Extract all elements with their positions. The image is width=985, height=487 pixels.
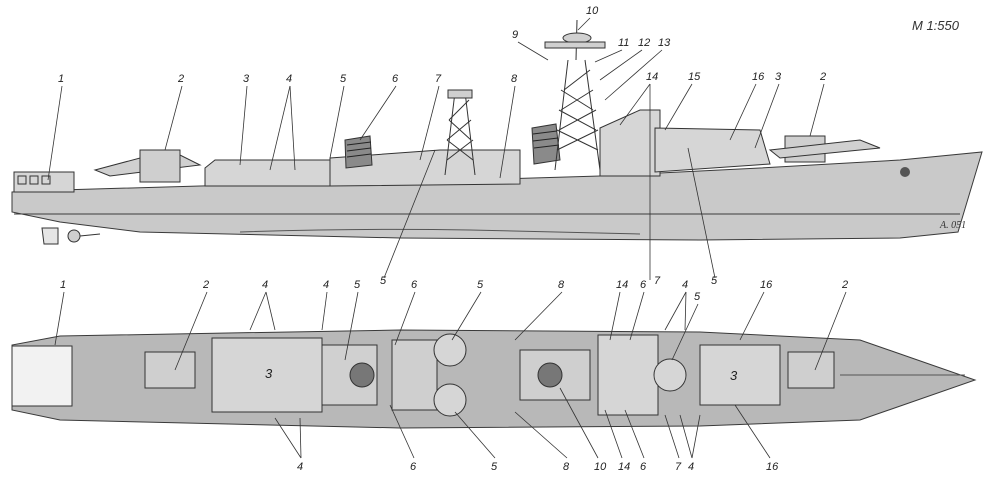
callout-profile-16: 16 xyxy=(752,71,765,83)
aft-missile-launcher xyxy=(93,149,202,183)
callout-profile-4: 4 xyxy=(286,73,292,85)
callout-profile-9: 9 xyxy=(512,29,518,41)
side-profile: A. 051 xyxy=(11,19,983,245)
callout-profile-3: 3 xyxy=(243,73,250,85)
callout-plan-16a: 16 xyxy=(760,279,773,291)
callout-profile-5c: 5 xyxy=(711,275,718,287)
scale-label: M 1:550 xyxy=(912,18,959,33)
callout-plan-10: 10 xyxy=(594,461,607,473)
profile-callouts: 1 2 3 4 5 6 7 8 9 10 11 12 13 14 15 16 3… xyxy=(47,5,826,287)
callout-plan-6b: 6 xyxy=(640,279,647,291)
callout-plan-2b: 2 xyxy=(841,279,848,291)
superstructure-fwd xyxy=(654,127,771,173)
callout-plan-5c: 5 xyxy=(694,291,701,303)
callout-plan-8a: 8 xyxy=(558,279,565,291)
callout-profile-10: 10 xyxy=(586,5,599,17)
bridge xyxy=(599,109,661,177)
callout-plan-7: 7 xyxy=(675,461,682,473)
label-3-fwd: 3 xyxy=(730,368,738,383)
callout-plan-6c: 6 xyxy=(410,461,417,473)
callout-plan-4e: 4 xyxy=(688,461,694,473)
callout-plan-6a: 6 xyxy=(411,279,418,291)
label-3-aft: 3 xyxy=(265,366,273,381)
plan-bottom-callouts: 4 6 5 8 10 14 6 7 4 16 xyxy=(274,387,779,473)
callout-plan-4a: 4 xyxy=(262,279,268,291)
callout-plan-5a: 5 xyxy=(354,279,361,291)
callout-profile-2: 2 xyxy=(177,73,184,85)
callout-plan-5b: 5 xyxy=(477,279,484,291)
callout-profile-7b: 7 xyxy=(654,275,661,287)
callout-profile-7: 7 xyxy=(435,73,442,85)
fore-mast xyxy=(544,19,606,171)
callout-plan-2: 2 xyxy=(202,279,209,291)
funnel-aft xyxy=(344,135,373,169)
callout-profile-15: 15 xyxy=(688,71,701,83)
helipad xyxy=(11,345,73,407)
signature: A. 051 xyxy=(939,220,966,231)
plan-view: 3 3 xyxy=(11,329,977,429)
fore-missile-launcher xyxy=(768,135,881,163)
callout-profile-5: 5 xyxy=(340,73,347,85)
callout-profile-5b: 5 xyxy=(380,275,387,287)
callout-profile-12: 12 xyxy=(638,37,650,49)
aft-mast xyxy=(444,89,476,176)
callout-profile-3b: 3 xyxy=(775,71,782,83)
callout-plan-4b: 4 xyxy=(323,279,329,291)
callout-plan-14a: 14 xyxy=(616,279,628,291)
callout-plan-14b: 14 xyxy=(618,461,630,473)
callout-profile-6: 6 xyxy=(392,73,399,85)
superstructure-aft xyxy=(204,159,331,187)
callout-profile-1: 1 xyxy=(58,73,64,85)
callout-plan-5d: 5 xyxy=(491,461,498,473)
callout-plan-16b: 16 xyxy=(766,461,779,473)
callout-plan-4d: 4 xyxy=(297,461,303,473)
callout-plan-1: 1 xyxy=(60,279,66,291)
callout-plan-4c: 4 xyxy=(682,279,688,291)
plan-top-callouts: 1 2 4 4 5 6 5 8 14 6 4 5 16 2 xyxy=(54,279,848,371)
callout-profile-14: 14 xyxy=(646,71,658,83)
callout-profile-8: 8 xyxy=(511,73,518,85)
callout-profile-13: 13 xyxy=(658,37,671,49)
callout-profile-11: 11 xyxy=(618,37,629,49)
funnel-fwd xyxy=(531,123,561,165)
callout-profile-2b: 2 xyxy=(819,71,826,83)
callout-plan-6d: 6 xyxy=(640,461,647,473)
callout-plan-8b: 8 xyxy=(563,461,570,473)
propeller-shape xyxy=(41,227,59,245)
